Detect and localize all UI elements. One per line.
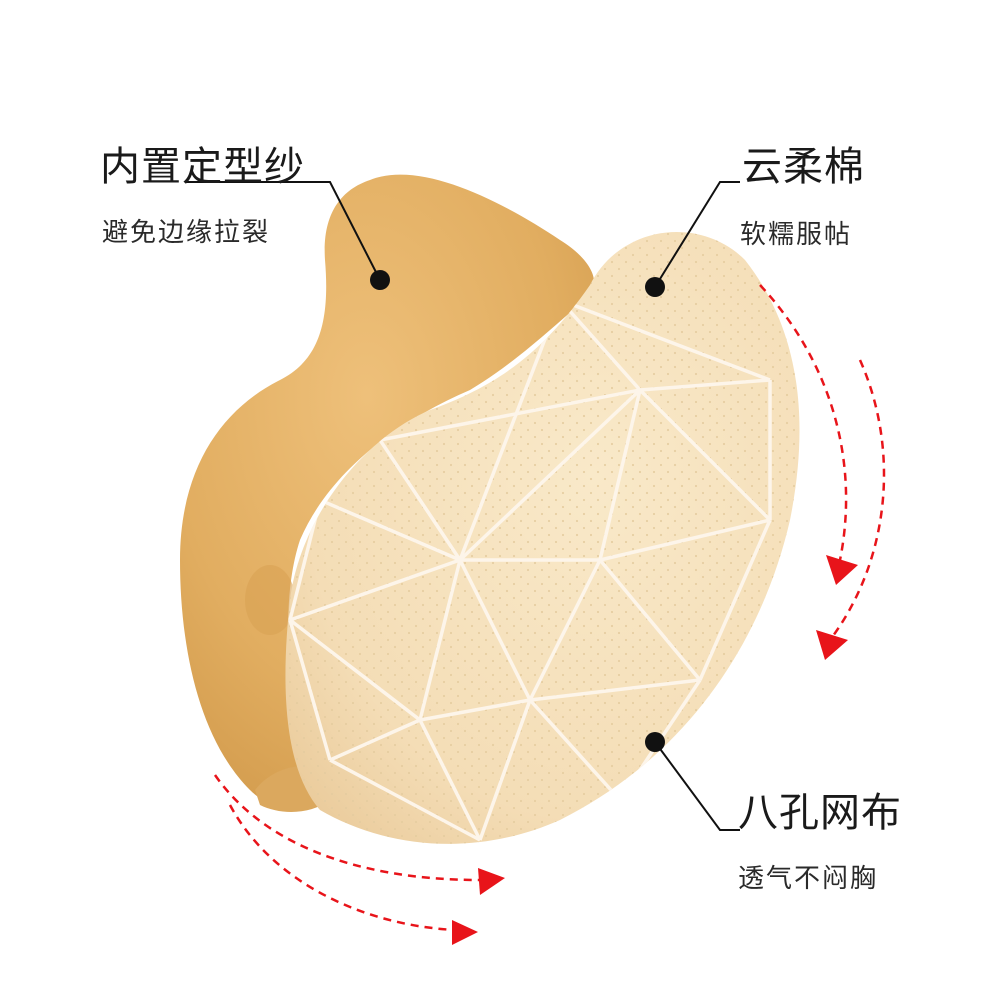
dashed-curved-arrow-head: [478, 868, 505, 895]
flex-arrows: [213, 284, 886, 932]
callout-dot: [645, 277, 665, 297]
callout-title-eight-hole-mesh: 八孔网布: [738, 790, 902, 836]
callout-title-cloud-foam: 云柔棉: [742, 144, 865, 190]
dashed-curved-arrow-head: [816, 630, 848, 660]
callout-subtitle-shaping-yarn: 避免边缘拉裂: [102, 218, 271, 248]
callout-subtitle-eight-hole-mesh: 透气不闷胸: [738, 864, 879, 894]
callout-dot: [645, 732, 665, 752]
mesh-lines: [288, 298, 772, 842]
callout-subtitle-cloud-foam: 软糯服帖: [740, 220, 853, 250]
callout-leaders: [185, 181, 740, 831]
dashed-curved-arrow-head: [826, 555, 858, 585]
callout-dot: [370, 270, 390, 290]
callout-title-shaping-yarn: 内置定型纱: [100, 144, 305, 190]
dashed-curved-arrow-head: [452, 920, 478, 945]
